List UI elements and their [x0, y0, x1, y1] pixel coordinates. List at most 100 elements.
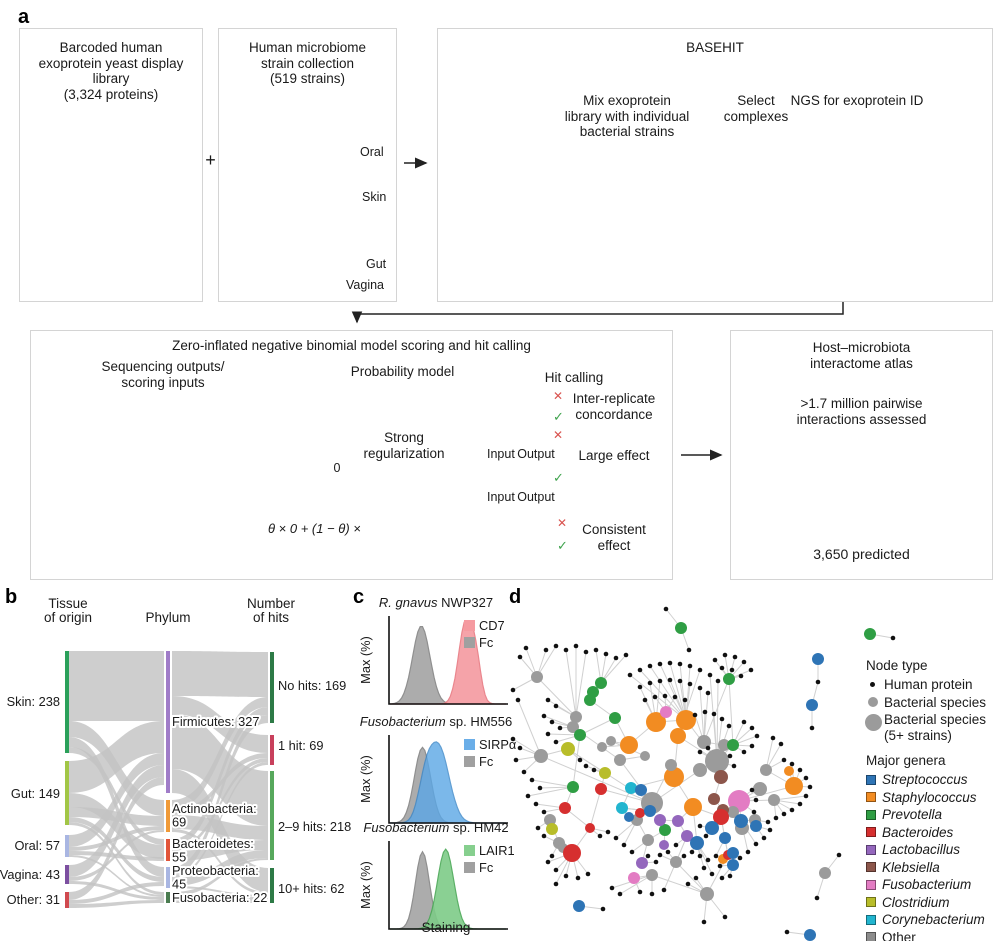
network-dot — [661, 887, 667, 893]
check-icon: ✓ — [553, 409, 564, 424]
network-dot — [652, 694, 658, 700]
network-dot — [677, 661, 683, 667]
network-dot — [803, 793, 809, 799]
network-dot — [663, 606, 669, 612]
strain-collection-box — [218, 28, 397, 302]
network-node — [584, 694, 596, 706]
network-dot — [627, 672, 633, 678]
network-dot — [529, 777, 535, 783]
max-axis-label: Max (%) — [358, 861, 373, 909]
genus-swatch-icon — [866, 844, 876, 855]
genus-item: Lactobacillus — [866, 842, 1000, 857]
network-node — [595, 783, 607, 795]
network-node — [573, 900, 585, 912]
chart3-title: Fusobacterium sp. HM42 — [363, 820, 509, 835]
network-node — [606, 736, 616, 746]
input-label-2: Input — [487, 490, 515, 504]
network-node — [595, 677, 607, 689]
legend-human-protein: Human protein — [866, 677, 1000, 693]
network-dot — [709, 871, 715, 877]
network-dot — [749, 787, 755, 793]
basehit-title: BASEHIT — [686, 40, 744, 55]
network-dot — [686, 647, 692, 653]
network-node — [672, 815, 684, 827]
network-node — [642, 834, 654, 846]
network-dot — [701, 865, 707, 871]
network-dot — [553, 703, 559, 709]
network-node — [705, 749, 729, 773]
network-dot — [653, 859, 659, 865]
legend-label: LAIR1 — [479, 843, 515, 858]
network-node — [727, 806, 739, 818]
network-dot — [836, 852, 842, 858]
genus-swatch-icon — [866, 879, 876, 890]
network-dot — [745, 849, 751, 855]
network-node — [675, 622, 687, 634]
network-dot — [557, 725, 563, 731]
network-dot — [657, 678, 663, 684]
network-dot — [754, 733, 760, 739]
network-node — [625, 782, 637, 794]
sankey-label: 45 — [172, 877, 186, 892]
network-dot — [807, 784, 813, 790]
network-dot — [682, 697, 688, 703]
output-label-2: Output — [517, 490, 555, 504]
network-dot — [789, 761, 795, 767]
network-node — [727, 739, 739, 751]
network-dot — [890, 635, 896, 641]
sankey-header: Phylum — [145, 610, 190, 625]
network-dot — [741, 659, 747, 665]
sankey-bar — [270, 735, 274, 765]
sankey-bar — [65, 761, 69, 825]
network-dot — [629, 849, 635, 855]
network-node — [864, 628, 876, 640]
cross-icon: ✕ — [553, 389, 564, 403]
check-icon: ✓ — [553, 470, 564, 485]
network-node — [665, 759, 677, 771]
genus-item: Staphylococcus — [866, 790, 1000, 805]
sankey-label: 1 hit: 69 — [278, 738, 324, 753]
panel-label-b: b — [5, 586, 18, 608]
network-dot — [737, 855, 743, 861]
network-node — [768, 794, 780, 806]
network-dot — [738, 673, 744, 679]
network-dot — [693, 875, 699, 881]
body-site-vagina: Vagina — [346, 278, 384, 292]
sankey-bar — [166, 839, 170, 861]
sankey-header: Number — [247, 596, 296, 611]
network-node — [697, 735, 711, 749]
network-dot — [637, 684, 643, 690]
network-node — [734, 814, 748, 828]
panel-label-d: d — [509, 586, 522, 608]
genus-item: Corynebacterium — [866, 912, 1000, 927]
sankey-label: Bacteroidetes: — [172, 836, 254, 851]
staining-axis-label: Staining — [421, 920, 471, 935]
network-dot — [715, 678, 721, 684]
network-node — [708, 793, 720, 805]
network-dot — [685, 881, 691, 887]
chart1-title: R. gnavus NWP327 — [378, 595, 494, 610]
legend-swatch — [464, 862, 475, 873]
panel-label-a: a — [18, 6, 30, 28]
network-node — [646, 869, 658, 881]
network-dot — [521, 769, 527, 775]
network-dot — [719, 716, 725, 722]
step3-label: NGS for exoprotein ID — [790, 93, 924, 108]
model-title: Zero-inflated negative binomial model sc… — [172, 338, 531, 353]
network-dot — [711, 711, 717, 717]
network-dot — [722, 914, 728, 920]
legend-bacterial-species: Bacterial species — [866, 695, 1000, 711]
network-node — [561, 742, 575, 756]
genus-item: Klebsiella — [866, 860, 1000, 875]
network-node — [727, 859, 739, 871]
atlas-box — [730, 330, 993, 580]
network-node — [646, 712, 666, 732]
genus-swatch-icon — [866, 914, 876, 925]
network-dot — [692, 712, 698, 718]
network-dot — [515, 697, 521, 703]
network-dot — [667, 677, 673, 683]
network-dot — [681, 853, 687, 859]
